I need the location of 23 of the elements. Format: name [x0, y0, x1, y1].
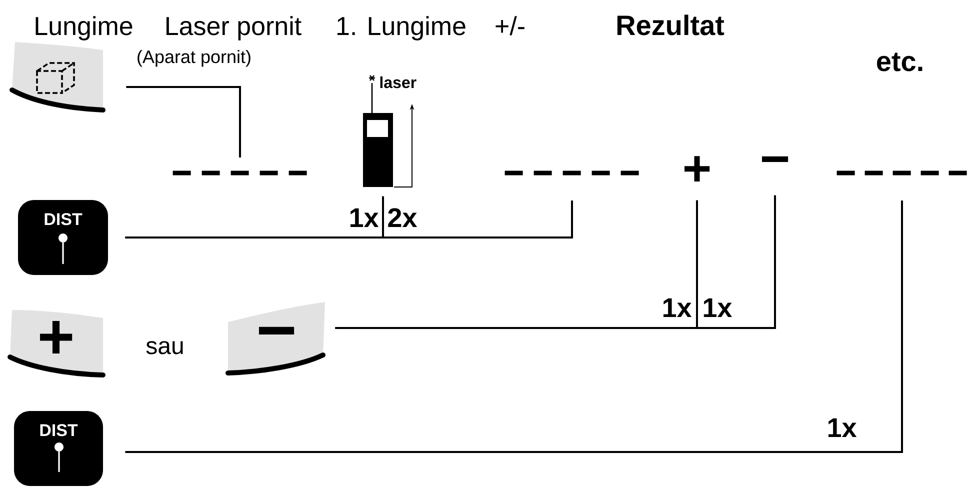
- text-label: sau: [146, 341, 183, 354]
- display-symbol: −: [762, 156, 788, 162]
- edge-label: 1x: [660, 297, 693, 318]
- key: DIST: [18, 200, 108, 275]
- edge-label: 2x: [386, 207, 418, 228]
- dashed-line: [836, 170, 968, 176]
- edge-label: 1x: [826, 417, 858, 438]
- column-heading: Laser pornit: [166, 16, 302, 40]
- display-symbol: +: [684, 156, 710, 182]
- edge-label: 1x: [701, 297, 734, 318]
- note: (Aparat pornit): [138, 50, 250, 67]
- key: +: [8, 310, 106, 378]
- column-heading: Rezultat: [617, 14, 724, 36]
- dashed-line: [504, 170, 640, 176]
- note: etc.: [876, 52, 922, 72]
- column-heading: Lungime: [36, 16, 132, 40]
- column-heading: +/-: [496, 16, 524, 36]
- edge-label: 1x: [348, 207, 380, 228]
- device-label: laser: [380, 76, 416, 88]
- key: −: [226, 302, 326, 376]
- key: DIST: [14, 411, 103, 486]
- dashed-line: [172, 170, 308, 176]
- column-heading: 1. Lungime: [337, 16, 466, 40]
